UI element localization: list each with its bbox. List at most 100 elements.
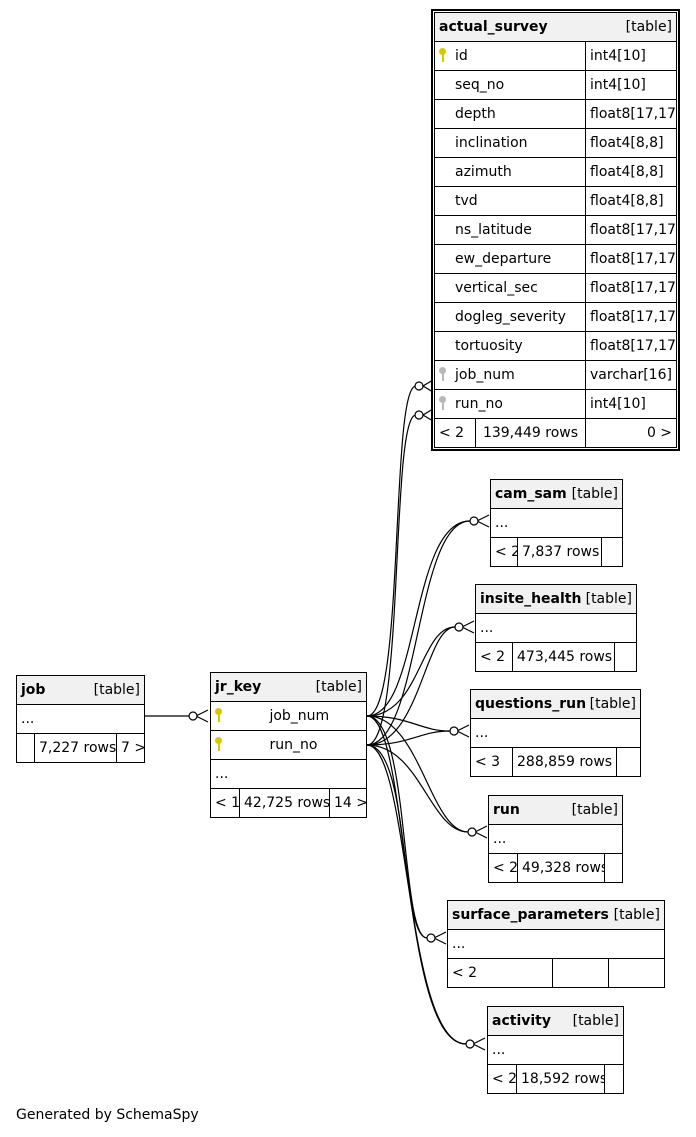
row-count: 18,592 rows — [516, 1064, 605, 1094]
foreign-key-icon — [439, 367, 447, 381]
parent-count: < 2 — [475, 642, 513, 672]
table-type: [table] — [571, 486, 619, 502]
column-name-cell: tvd — [434, 186, 586, 216]
column-name: dogleg_severity — [455, 309, 566, 325]
table-job[interactable]: job [table] ... 7,227 rows 7 > — [15, 675, 146, 763]
table-type: [table] — [625, 19, 673, 35]
row-count: 7,837 rows — [517, 537, 602, 567]
column-type: float4[8,8] — [584, 186, 678, 216]
generator-credit: Generated by SchemaSpy — [16, 1107, 199, 1123]
table-questions_run[interactable]: questions_run [table] ... < 3 288,859 ro… — [469, 689, 642, 777]
table-header: insite_health [table] — [475, 584, 637, 614]
column-row: run_no — [209, 730, 368, 760]
table-surface_parameters[interactable]: surface_parameters [table] ... < 2 — [446, 900, 666, 988]
column-name-cell: dogleg_severity — [434, 302, 586, 332]
table-type: [table] — [589, 696, 637, 712]
table-name: jr_key — [215, 679, 262, 695]
column-name: job_num — [269, 708, 330, 724]
table-header: questions_run [table] — [469, 689, 642, 719]
edge-jr_key-actual_survey-run_no — [366, 414, 417, 746]
column-name-cell: vertical_sec — [434, 273, 586, 303]
table-run[interactable]: run [table] ... < 2 49,328 rows — [487, 795, 624, 883]
edge-jr_key-surface_parameters-b — [366, 744, 428, 939]
edge-jr_key-activity-b — [366, 744, 467, 1045]
column-name: id — [455, 48, 468, 64]
column-name: azimuth — [455, 164, 512, 180]
column-name: vertical_sec — [455, 280, 538, 296]
column-row: tvd float4[8,8] — [434, 186, 678, 216]
column-name: ew_departure — [455, 251, 552, 267]
table-header: jr_key [table] — [209, 672, 368, 702]
column-name: tvd — [455, 193, 478, 209]
column-type: float8[17,17] — [584, 302, 678, 332]
edge-jr_key-surface_parameters-a — [366, 715, 428, 939]
child-count — [604, 1064, 624, 1094]
table-name: cam_sam — [495, 486, 567, 502]
edge-jr_key-run-a — [366, 715, 469, 833]
parent-count: < 2 — [490, 537, 518, 567]
table-name: surface_parameters — [452, 907, 609, 923]
edge-jr_key-insite_health-a — [366, 626, 456, 717]
column-name-cell: ew_departure — [434, 244, 586, 274]
child-count: 7 > — [115, 733, 146, 763]
table-activity[interactable]: activity [table] ... < 2 18,592 rows — [487, 1006, 624, 1094]
parent-count: < 3 — [470, 747, 513, 777]
table-insite_health[interactable]: insite_health [table] ... < 2 473,445 ro… — [475, 584, 637, 672]
column-name: tortuosity — [455, 338, 523, 354]
table-type: [table] — [571, 802, 619, 818]
child-count — [600, 537, 624, 567]
column-name-cell: id — [434, 41, 586, 71]
column-row: azimuth float4[8,8] — [434, 157, 678, 187]
parent-count: < 2 — [487, 1064, 517, 1094]
column-type: float4[8,8] — [584, 157, 678, 187]
table-type: [table] — [613, 907, 661, 923]
column-name-cell: ns_latitude — [434, 215, 586, 245]
child-count — [614, 642, 637, 672]
edge-jr_key-cam_sam-b — [366, 520, 471, 746]
column-name: depth — [455, 106, 496, 122]
column-type: varchar[16] — [584, 360, 678, 390]
column-name: ns_latitude — [455, 222, 532, 238]
row-count — [552, 958, 609, 988]
column-row: tortuosity float8[17,17] — [434, 331, 678, 361]
column-name: run_no — [269, 737, 318, 753]
column-type: int4[10] — [584, 41, 678, 71]
column-ellipsis: ... — [487, 824, 624, 854]
table-type: [table] — [315, 679, 363, 695]
primary-key-icon — [215, 737, 223, 751]
column-name: run_no — [455, 396, 503, 412]
column-name-cell: job_num — [434, 360, 586, 390]
column-type: float8[17,17] — [584, 331, 678, 361]
foreign-key-icon — [439, 396, 447, 410]
column-row: vertical_sec float8[17,17] — [434, 273, 678, 303]
column-name: seq_no — [455, 77, 505, 93]
edge-jr_key-run-b — [366, 744, 469, 833]
column-type: float8[17,17] — [584, 273, 678, 303]
table-jr_key[interactable]: jr_key [table] job_num run_no ... < 1 42… — [209, 672, 368, 818]
column-ellipsis: ... — [15, 704, 146, 734]
table-name: actual_survey — [439, 19, 548, 35]
child-count: 14 > — [328, 788, 368, 818]
table-header: activity [table] — [487, 1006, 624, 1036]
parent-count: < 2 — [434, 418, 476, 448]
table-name: questions_run — [475, 696, 587, 712]
column-row: job_num — [209, 701, 368, 731]
child-count — [615, 747, 642, 777]
table-type: [table] — [93, 682, 141, 698]
table-cam_sam[interactable]: cam_sam [table] ... < 2 7,837 rows — [489, 479, 624, 567]
column-row: dogleg_severity float8[17,17] — [434, 302, 678, 332]
column-ellipsis: ... — [487, 1035, 624, 1065]
table-header: cam_sam [table] — [489, 479, 624, 509]
column-name-cell: depth — [434, 99, 586, 129]
column-type: float8[17,17] — [584, 99, 678, 129]
table-header: actual_survey [table] — [433, 12, 678, 42]
parent-count — [16, 733, 35, 763]
column-type: int4[10] — [584, 389, 678, 419]
table-type: [table] — [585, 591, 632, 607]
